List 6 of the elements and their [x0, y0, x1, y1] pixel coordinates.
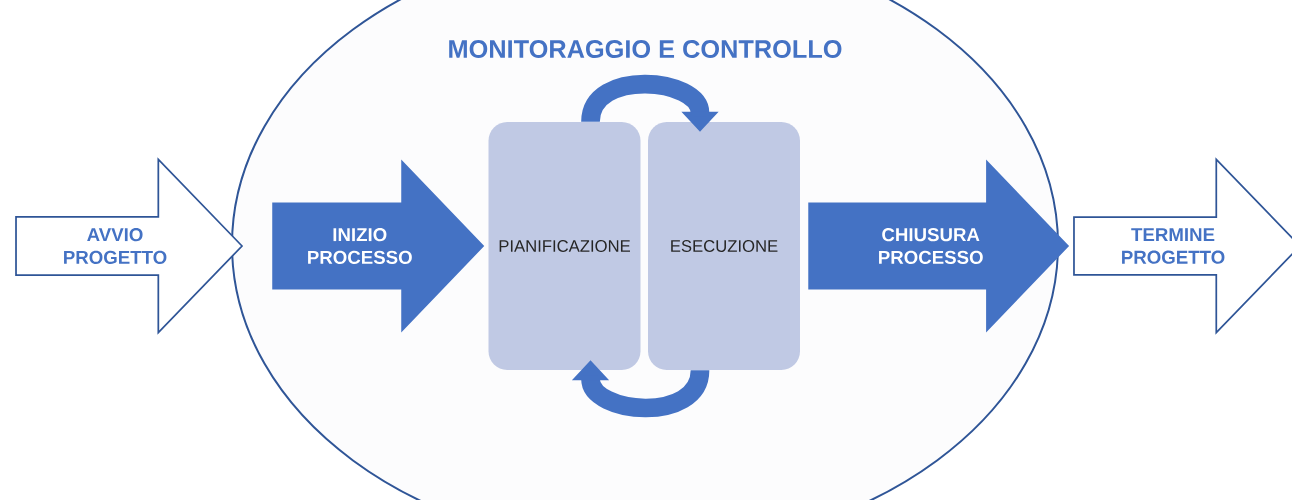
phase-box: ESECUZIONE [648, 122, 800, 370]
block-arrow [272, 159, 485, 333]
block-arrow [808, 159, 1070, 333]
edge-label: INIZIO PROCESSO [308, 228, 412, 264]
edge-label: CHIUSURA PROCESSO [879, 228, 983, 264]
phase-box: PIANIFICAZIONE [488, 122, 641, 370]
